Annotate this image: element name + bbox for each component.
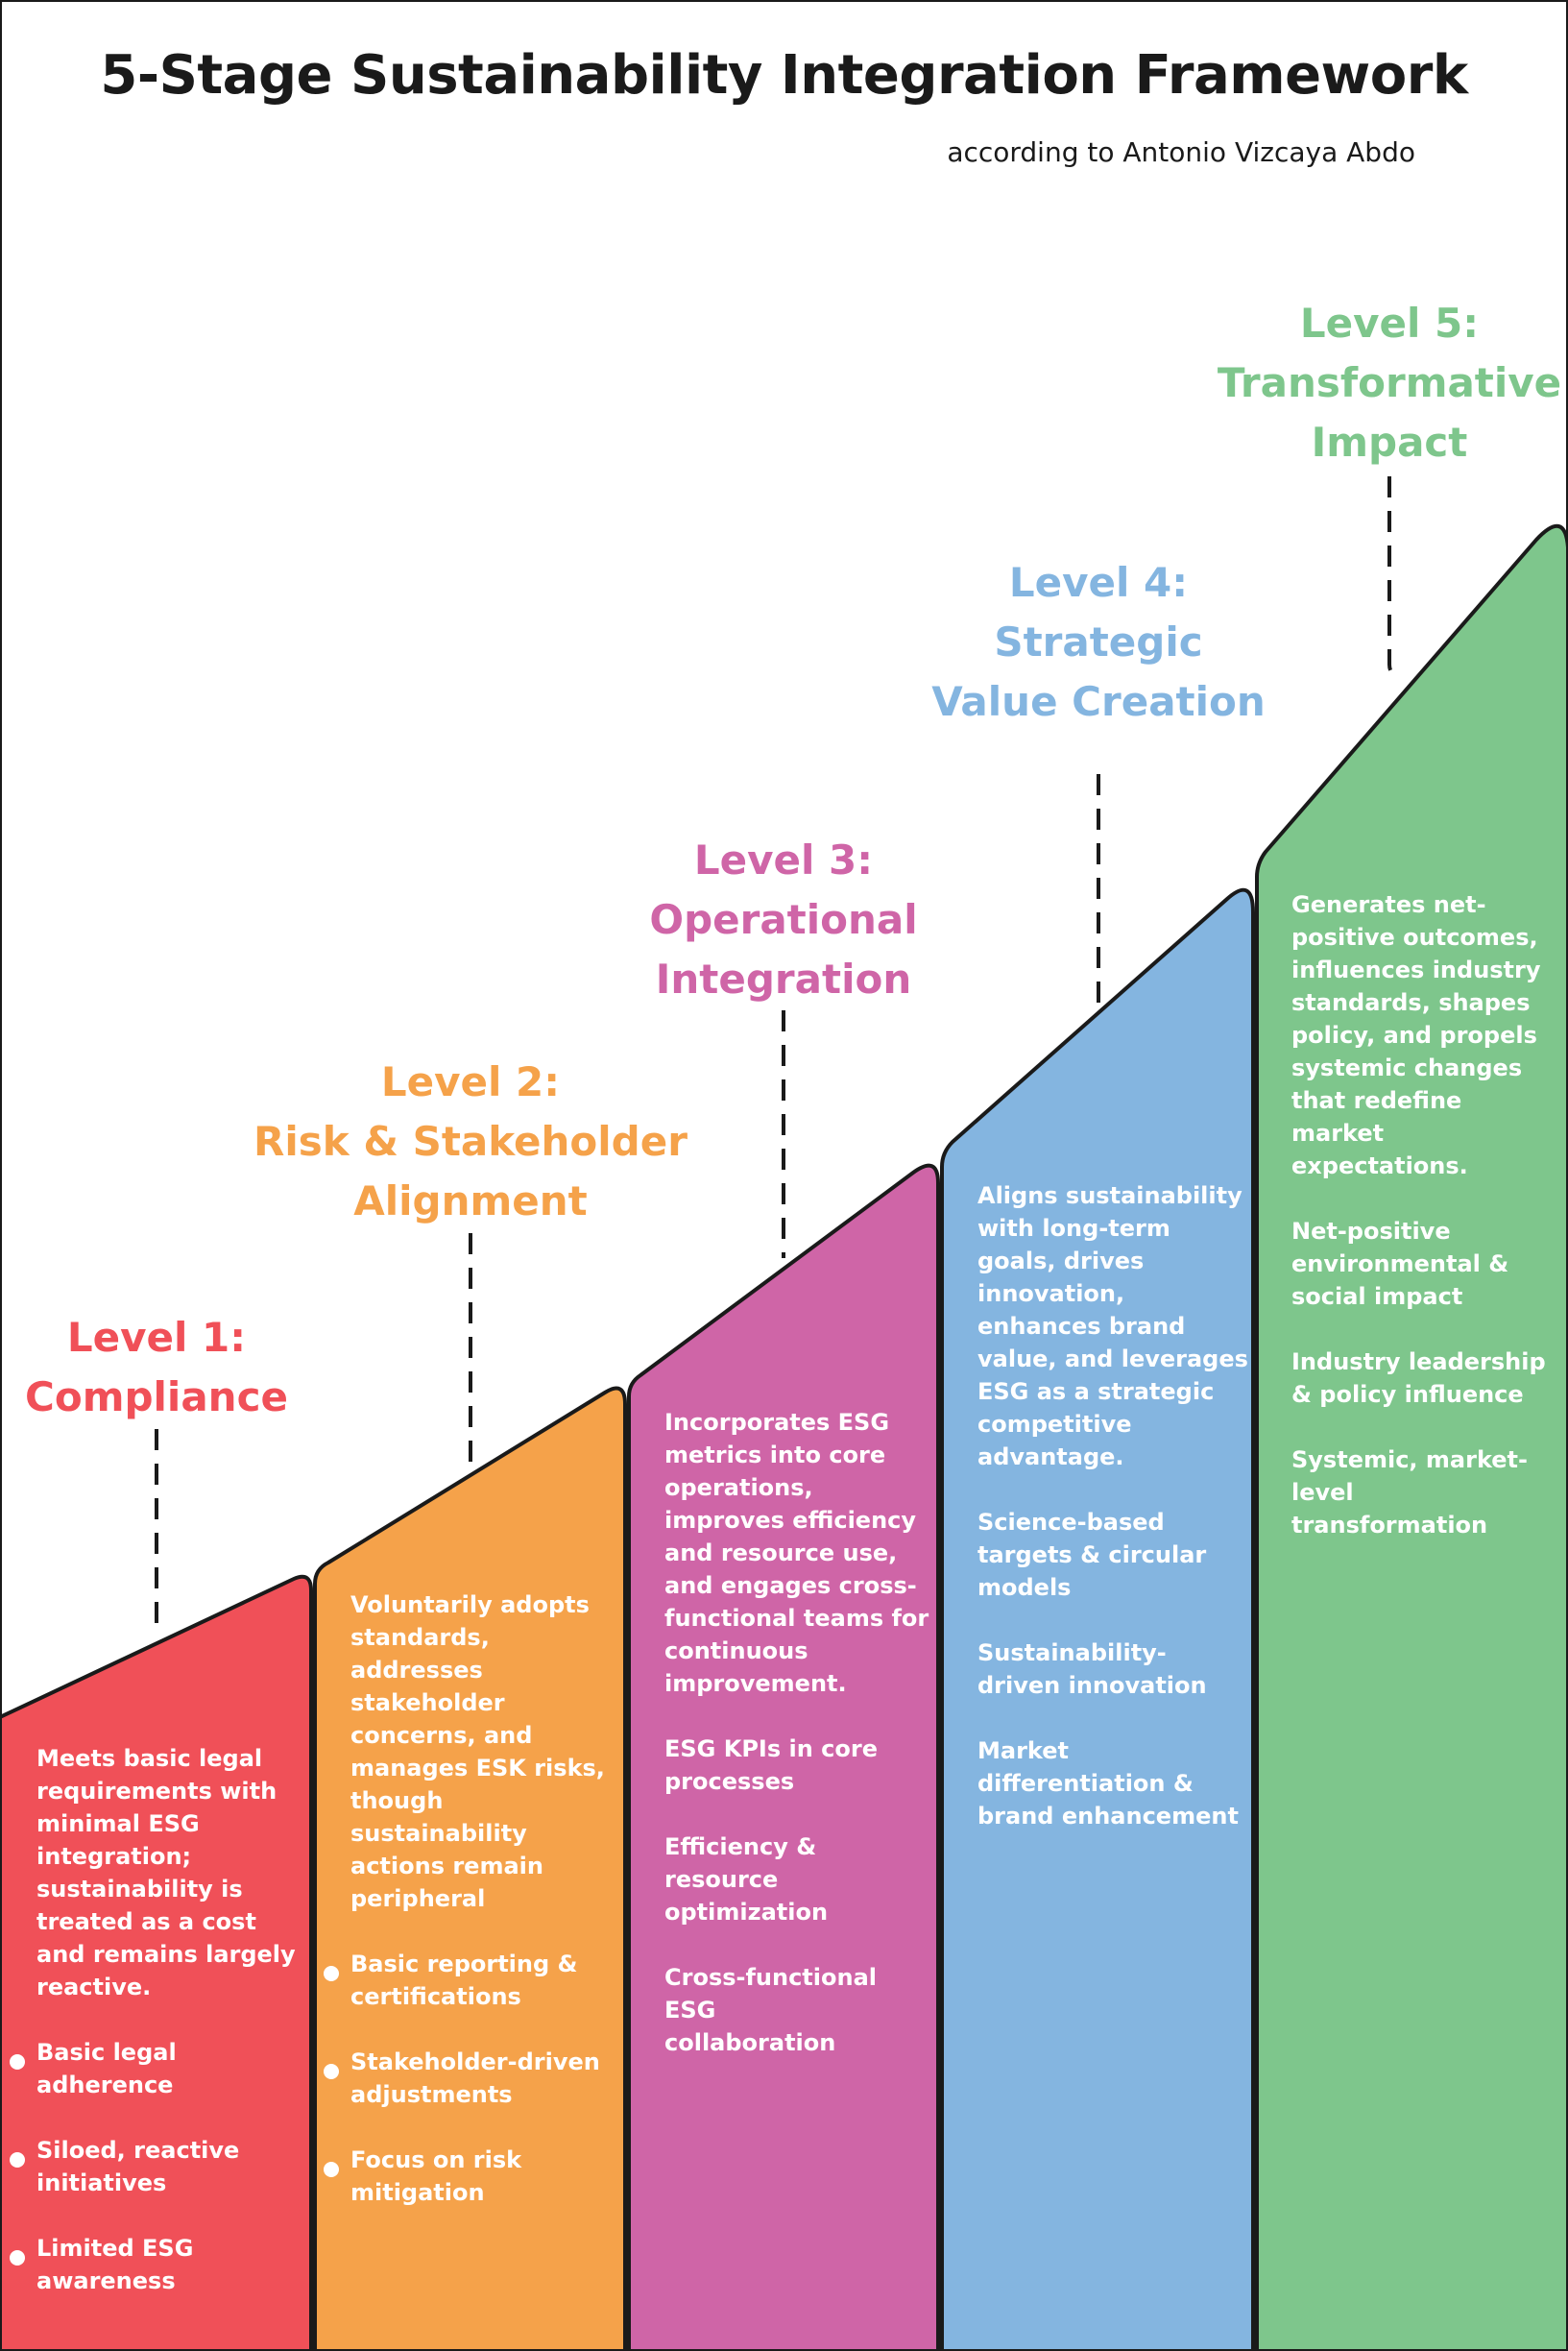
level-5-point: Net-positive environmental & social impa… (1291, 1218, 1509, 1310)
stage-shape-level-4 (940, 887, 1255, 2351)
page-subtitle: according to Antonio Vizcaya Abdo (947, 136, 1415, 168)
connector-line-level-5 (1387, 476, 1398, 680)
level-3-point: ESG KPIs in core processes (664, 1735, 878, 1795)
level-4-description: Aligns sustainability with long-term goa… (977, 1182, 1248, 1470)
level-2-heading: Level 2: Risk & Stakeholder Alignment (253, 1058, 688, 1224)
bullet-dot-icon (324, 2162, 339, 2177)
level-4-point: Market differentiation & brand enhanceme… (977, 1737, 1239, 1830)
level-4-content: Aligns sustainability with long-term goa… (977, 1179, 1248, 1865)
bullet-dot-icon (10, 2250, 25, 2266)
bullet-dot-icon (10, 2152, 25, 2168)
stage-shape-level-3 (627, 1163, 940, 2351)
level-3-heading: Level 3: Operational Integration (649, 836, 918, 1003)
bullet-dot-icon (324, 1966, 339, 1981)
level-5-content: Generates net- positive outcomes, influe… (1291, 888, 1562, 1574)
level-5-description: Generates net- positive outcomes, influe… (1291, 891, 1541, 1179)
level-3-point: Cross-functional ESG collaboration (664, 1964, 878, 2056)
level-3-point: Efficiency & resource optimization (664, 1833, 829, 1926)
level-5-point: Industry leadership & policy influence (1291, 1348, 1546, 1408)
level-1-point: Basic legal adherence (10, 2036, 305, 2101)
level-5-heading: Level 5: Transformative Impact (1217, 300, 1562, 466)
level-2-point: Focus on risk mitigation (324, 2144, 619, 2209)
level-1-point: Siloed, reactive initiatives (10, 2134, 305, 2199)
page-title: 5-Stage Sustainability Integration Frame… (100, 44, 1468, 107)
level-4-point: Science-based targets & circular models (977, 1509, 1207, 1601)
bullet-dot-icon (324, 2064, 339, 2079)
level-2-description: Voluntarily adopts standards, addresses … (350, 1591, 605, 1912)
bullet-dot-icon (10, 2054, 25, 2070)
stage-shape-level-1 (0, 1574, 313, 2351)
level-1-point: Limited ESG awareness (10, 2232, 305, 2297)
level-1-heading: Level 1: Compliance (25, 1314, 288, 1420)
level-2-content: Voluntarily adopts standards, addresses … (324, 1588, 619, 2242)
level-2-point: Basic reporting & certifications (324, 1948, 619, 2013)
level-4-point: Sustainability- driven innovation (977, 1639, 1207, 1699)
level-1-content: Meets basic legal requirements with mini… (10, 1742, 305, 2330)
level-3-description: Incorporates ESG metrics into core opera… (664, 1409, 929, 1697)
level-2-point: Stakeholder-driven adjustments (324, 2046, 619, 2111)
stage-shape-level-2 (313, 1386, 627, 2351)
level-4-heading: Level 4: Strategic Value Creation (931, 559, 1266, 725)
level-5-point: Systemic, market- level transformation (1291, 1446, 1528, 1539)
level-1-description: Meets basic legal requirements with mini… (36, 1745, 296, 2000)
level-3-content: Incorporates ESG metrics into core opera… (664, 1406, 933, 2092)
